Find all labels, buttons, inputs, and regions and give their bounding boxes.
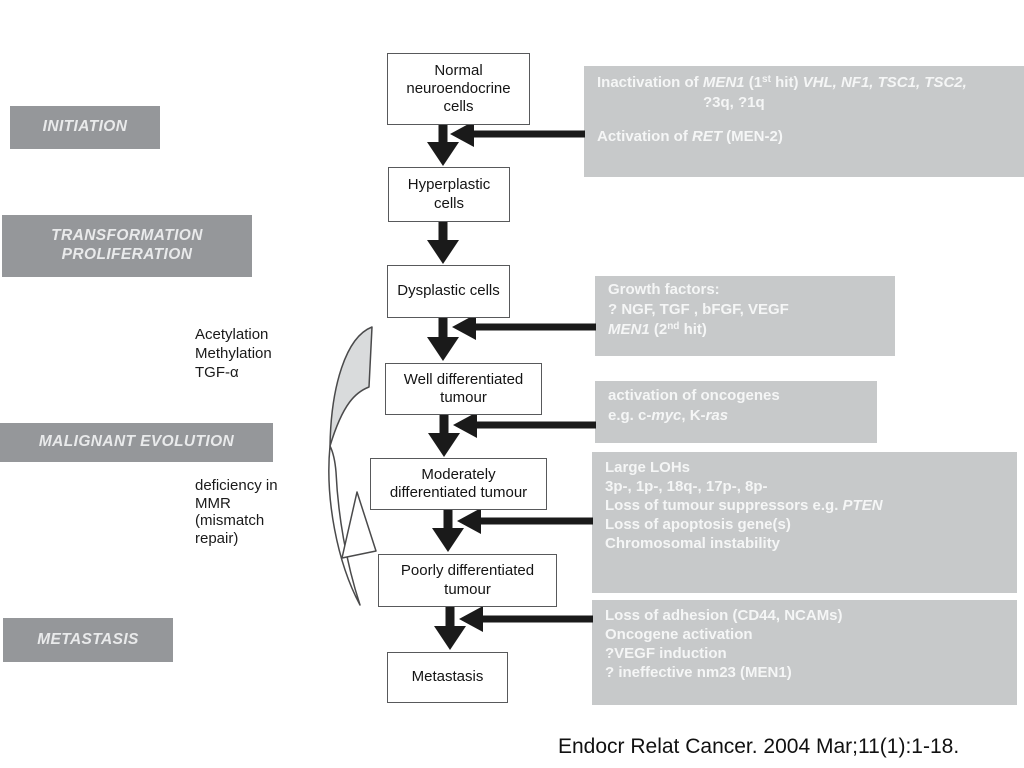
annotation-line: Loss of adhesion (CD44, NCAMs)	[605, 607, 843, 624]
arrow-initiation-events	[450, 121, 585, 147]
arrow-growth-factors	[452, 314, 596, 340]
adhesion-loss-box: Loss of adhesion (CD44, NCAMs) Oncogene …	[592, 600, 1017, 705]
annotation-line: ? ineffective nm23 (MEN1)	[605, 664, 792, 681]
phase-label-transformation-proliferation: TRANSFORMATION PROLIFERATION	[2, 215, 252, 277]
flow-box-label: Dysplastic cells	[397, 282, 500, 300]
flow-box-normal-neuroendocrine-cells: Normal neuroendocrine cells	[387, 53, 530, 125]
annotation-line: Oncogene activation	[605, 626, 753, 643]
arrow-adhesion-loss	[459, 606, 593, 632]
growth-factors-box: Growth factors: ? NGF, TGF , bFGF, VEGF …	[595, 276, 895, 356]
arrow-loh-events	[457, 508, 593, 534]
flow-box-moderately-differentiated-tumour: Moderately differentiated tumour	[370, 458, 547, 510]
annotation-line: Chromosomal instability	[605, 535, 781, 552]
flow-box-label: Moderately differentiated tumour	[389, 465, 528, 501]
phase-label-text: PROLIFERATION	[61, 246, 193, 263]
phase-label-malignant-evolution: MALIGNANT EVOLUTION	[0, 423, 273, 462]
annotation-line: Growth factors:	[608, 281, 720, 298]
initiation-events-box: Inactivation of MEN1 (1st hit) VHL, NF1,…	[584, 66, 1024, 177]
arrow-poorly-to-metastasis	[434, 606, 466, 650]
flow-box-hyperplastic-cells: Hyperplastic cells	[388, 167, 510, 222]
annotation-line: MEN1 (2nd hit)	[608, 321, 707, 338]
oncogene-activation-box: activation of oncogenes e.g. c-myc, K-ra…	[595, 381, 877, 443]
flow-box-label: Hyperplastic cells	[407, 176, 491, 212]
note-line: deficiency in	[195, 477, 278, 494]
phase-label-text: INITIATION	[42, 118, 128, 136]
loh-box: Large LOHs 3p-, 1p-, 18q-, 17p-, 8p- Los…	[592, 452, 1017, 593]
flow-box-metastasis: Metastasis	[387, 652, 508, 703]
phase-label-text: METASTASIS	[37, 630, 139, 648]
annotation-line: Large LOHs	[605, 459, 691, 476]
flow-box-label: Well differentiated tumour	[403, 370, 524, 406]
annotation-line: e.g. c-myc, K-ras	[608, 407, 729, 424]
annotation-line: ?3q, ?1q	[703, 94, 765, 111]
note-line: repair)	[195, 529, 239, 547]
annotation-line: ?VEGF induction	[605, 645, 727, 662]
phase-label-text: TRANSFORMATION	[51, 227, 203, 245]
arrow-oncogene-activation	[453, 412, 596, 438]
annotation-line: ? NGF, TGF , bFGF, VEGF	[608, 301, 789, 318]
flow-box-label: Normal neuroendocrine cells	[406, 61, 511, 116]
phase-label-metastasis: METASTASIS	[3, 618, 173, 662]
annotation-line: activation of oncogenes	[608, 387, 780, 404]
citation-text: Endocr Relat Cancer. 2004 Mar;11(1):1-18…	[558, 735, 960, 758]
annotation-line: Activation of RET (MEN-2)	[597, 128, 783, 145]
flow-box-well-differentiated-tumour: Well differentiated tumour	[385, 363, 542, 415]
note-line: Methylation	[195, 345, 272, 362]
flow-box-label: Metastasis	[411, 668, 484, 686]
annotation-line: Inactivation of MEN1 (1st hit) VHL, NF1,…	[597, 74, 967, 91]
epigenetic-note: Acetylation Methylation TGF-α	[195, 325, 272, 382]
bypass-curved-arrow	[328, 326, 377, 606]
annotation-line: 3p-, 1p-, 18q-, 17p-, 8p-	[605, 478, 768, 495]
annotation-line: Loss of tumour suppressors e.g. PTEN	[605, 497, 883, 514]
flow-box-dysplastic-cells: Dysplastic cells	[387, 265, 510, 318]
note-line: (mismatch	[195, 512, 265, 529]
note-line: TGF-α	[195, 364, 239, 381]
arrow-normal-to-hyperplastic	[427, 124, 459, 166]
note-line: Acetylation	[195, 326, 269, 343]
note-line: MMR	[195, 494, 231, 512]
annotation-line: Loss of apoptosis gene(s)	[605, 516, 791, 533]
arrow-well-to-moderately	[428, 414, 460, 457]
flow-box-poorly-differentiated-tumour: Poorly differentiated tumour	[378, 554, 557, 607]
phase-label-text: MALIGNANT EVOLUTION	[38, 433, 235, 451]
mmr-deficiency-note: deficiency in MMR (mismatch repair)	[195, 477, 278, 547]
arrow-dysplastic-to-well-differentiated	[427, 317, 459, 361]
phase-label-initiation: INITIATION	[10, 106, 160, 149]
arrow-hyperplastic-to-dysplastic	[427, 221, 459, 264]
arrow-moderately-to-poorly	[432, 509, 464, 552]
flow-box-label: Poorly differentiated tumour	[400, 562, 535, 598]
